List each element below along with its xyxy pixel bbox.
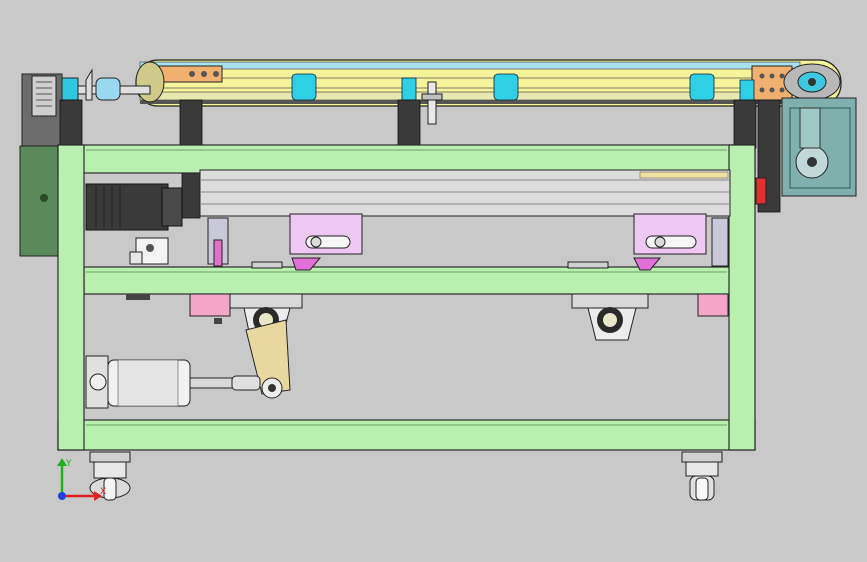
profile-post [181, 171, 201, 219]
right-drive-housing [781, 97, 857, 197]
left-gearbox [19, 73, 63, 257]
frame-right-post [728, 144, 756, 451]
caster-left [89, 451, 131, 501]
profile-post [179, 99, 203, 149]
frame-top-rail [57, 144, 756, 174]
pink-plate [189, 293, 231, 317]
triad-y-label: Y [65, 459, 72, 469]
servo-motor [85, 183, 183, 231]
lift-guide [207, 217, 729, 267]
triad-x-label: X [100, 487, 106, 497]
gearbox-housing-green [19, 145, 61, 257]
caster-right [681, 451, 723, 501]
frame-left-post [57, 144, 85, 451]
z-axis-dot [58, 492, 66, 500]
profile-post [397, 99, 421, 149]
pink-plate [697, 293, 729, 317]
linear-slide [199, 169, 767, 217]
frame-middle-rail [83, 266, 733, 295]
profile-post [733, 99, 757, 149]
orientation-triad: Y X [57, 458, 106, 501]
idler-pulley [135, 61, 165, 103]
pneumatic-cylinder [85, 355, 261, 409]
lever-arm [245, 319, 291, 395]
top-belt-conveyor [59, 59, 842, 125]
conveyor-belt-blue-strip [139, 61, 801, 70]
roller-follower-right [571, 293, 649, 341]
profile-post [59, 99, 83, 149]
valve-block [129, 237, 169, 265]
sensor-probe [427, 81, 437, 125]
